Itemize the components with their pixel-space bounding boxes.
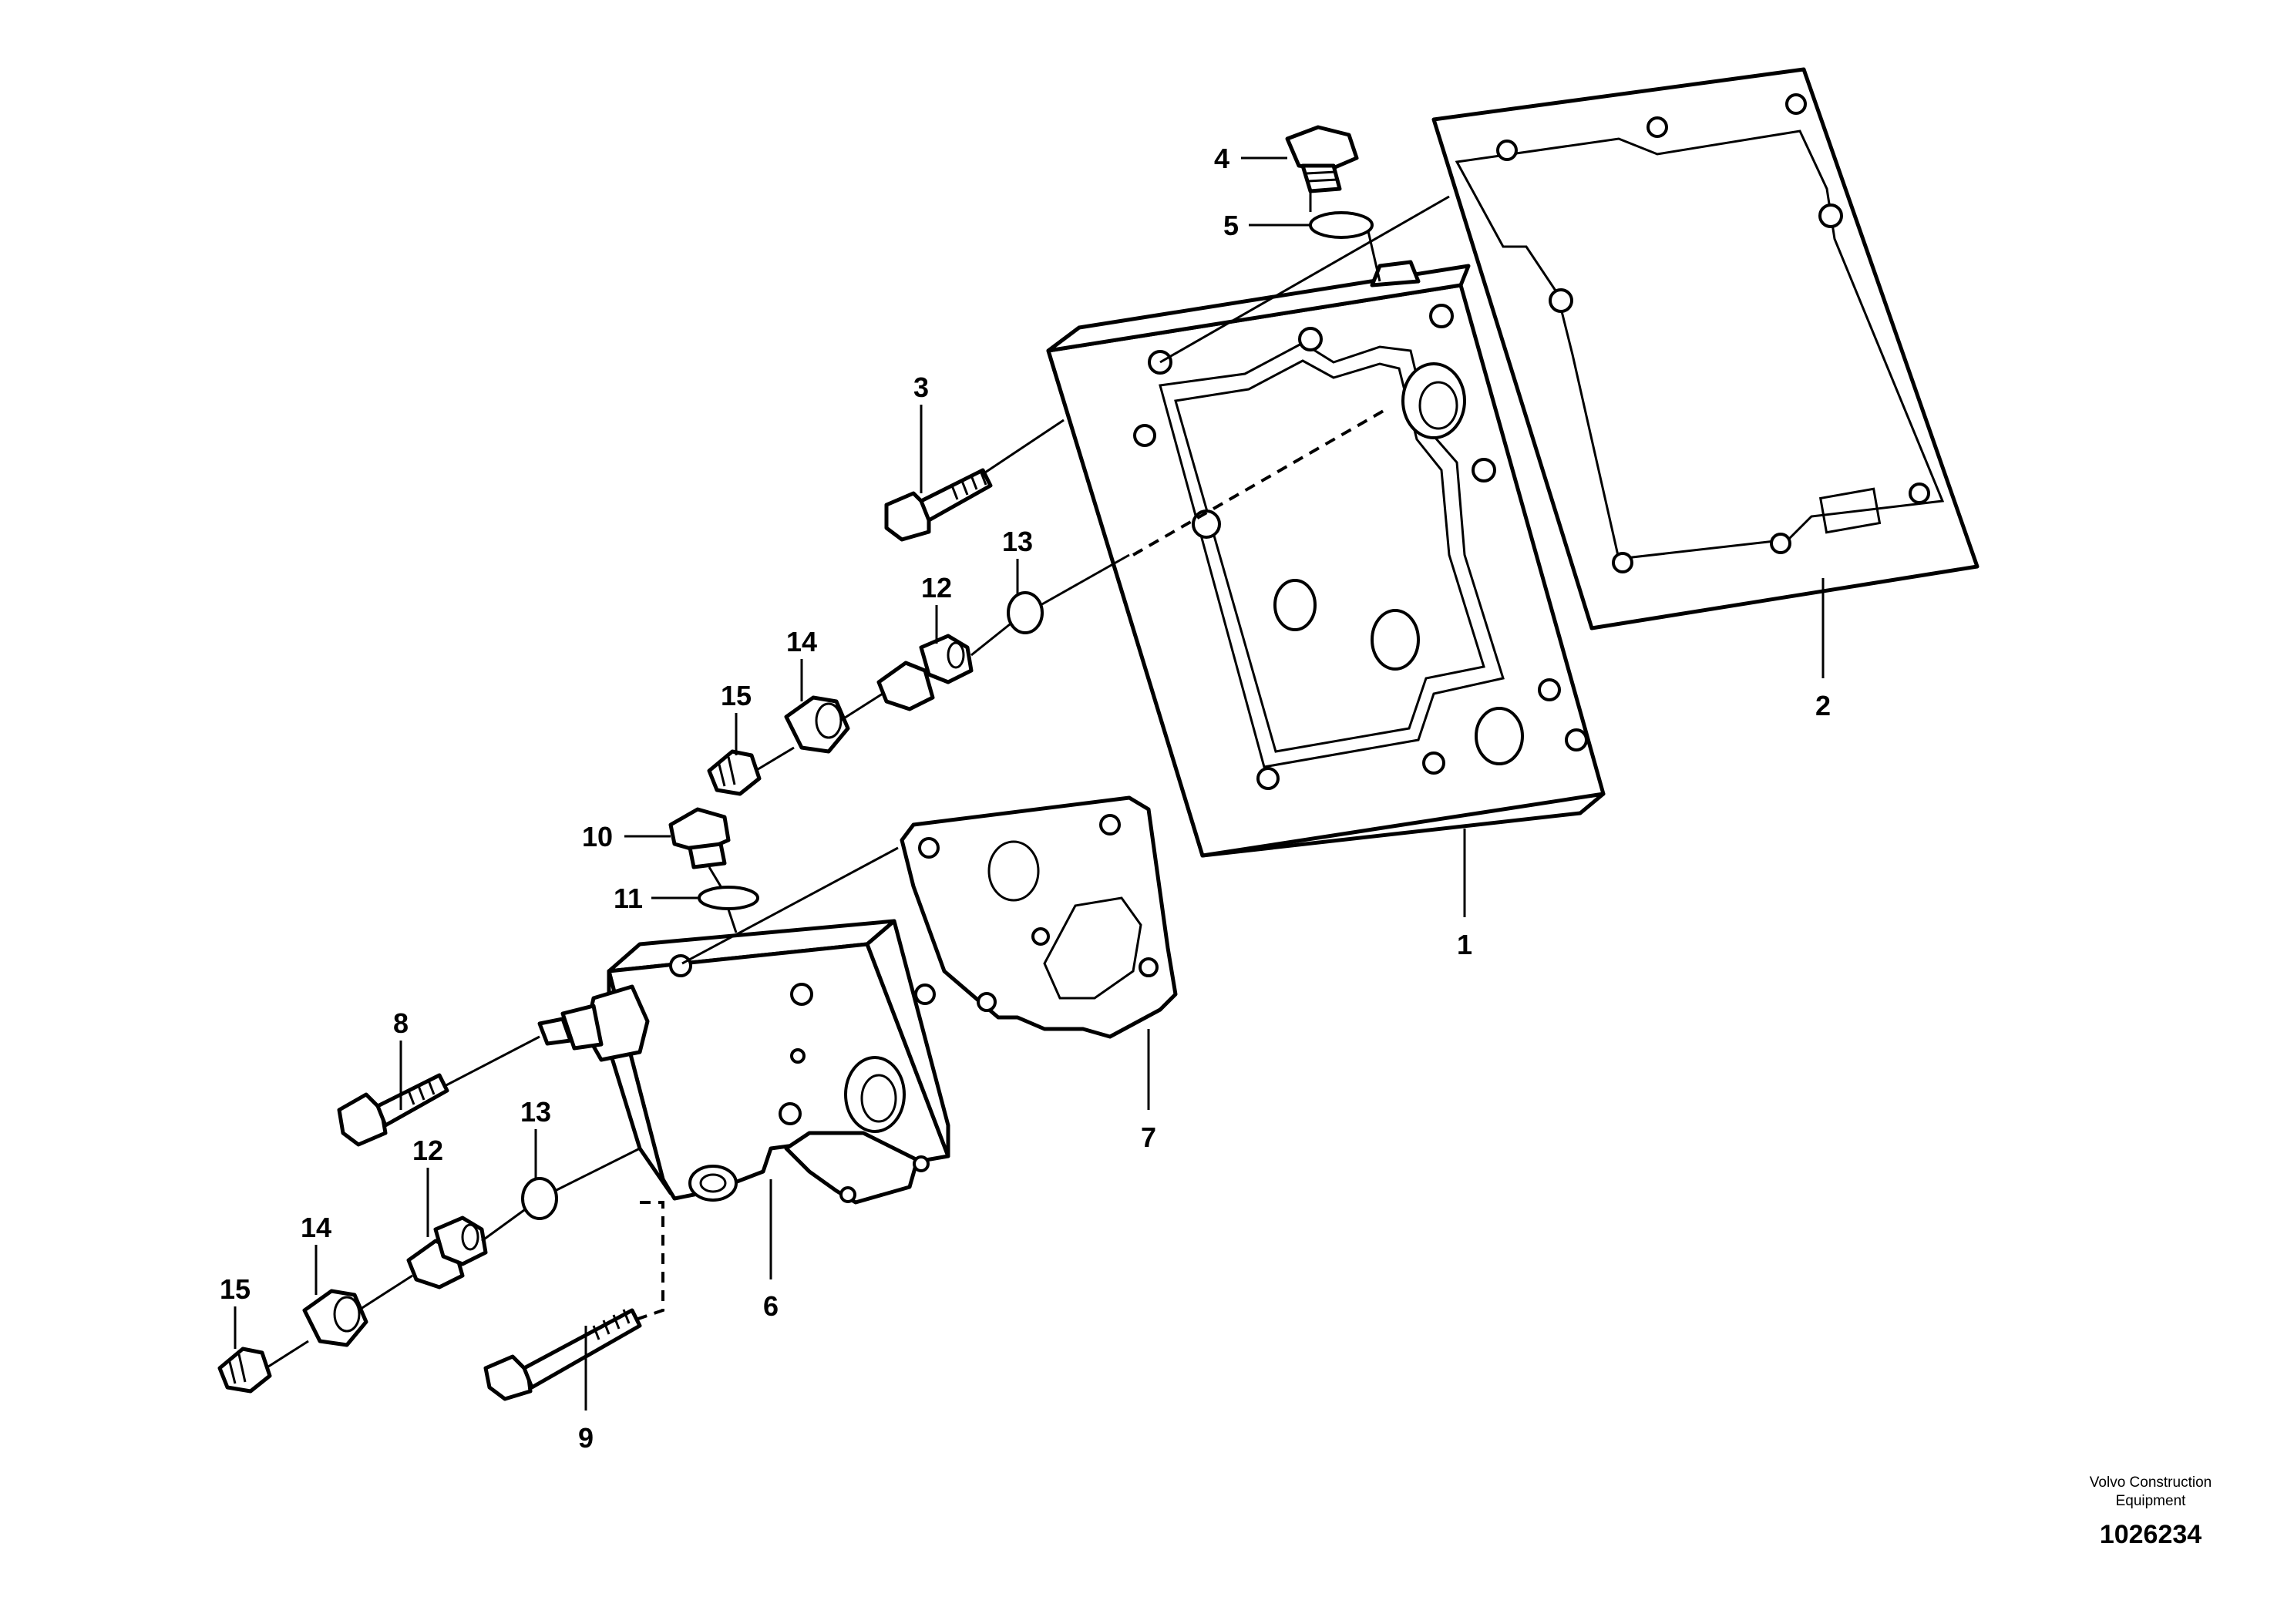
part-1-valve-plate (1046, 260, 1606, 858)
callout-9: 9 (578, 1422, 594, 1454)
callout-13-lower: 13 (520, 1096, 551, 1128)
callout-5: 5 (1223, 210, 1239, 241)
part-14-nut-lower (302, 1289, 368, 1347)
part-6-valve-body (537, 919, 950, 1205)
callout-15-lower: 15 (220, 1273, 251, 1305)
callout-6: 6 (763, 1290, 779, 1322)
callout-leaders (234, 156, 1825, 1410)
part-8-bolt (337, 1073, 449, 1147)
part-14-nut-upper (784, 695, 850, 754)
callout-labels: 1 2 3 4 5 6 7 8 9 10 11 12 12 13 13 14 1… (220, 143, 1831, 1454)
part-13-o-ring-lower (521, 1177, 558, 1220)
callout-11: 11 (614, 883, 643, 914)
credit-line-2: Equipment (2115, 1493, 2186, 1509)
part-9-bolt (483, 1308, 642, 1401)
callout-12-lower: 12 (412, 1135, 443, 1166)
part-15-plug-upper (707, 749, 762, 796)
part-13-o-ring-upper (1007, 591, 1044, 634)
credit-line-1: Volvo Construction (2089, 1474, 2212, 1491)
callout-14-lower: 14 (301, 1212, 331, 1243)
manufacturer-credit: Volvo Construction Equipment (1973, 1474, 2294, 1511)
assembly-lines (265, 193, 1450, 1370)
callout-15-upper: 15 (721, 680, 752, 711)
callout-8: 8 (393, 1007, 409, 1039)
part-5-o-ring (1309, 211, 1374, 239)
part-11-o-ring (698, 886, 759, 910)
part-10-plug (668, 807, 731, 869)
part-4-plug (1285, 125, 1359, 193)
callout-12-upper: 12 (921, 572, 952, 604)
callout-4: 4 (1214, 143, 1229, 174)
callout-7: 7 (1141, 1121, 1156, 1153)
callout-14-upper: 14 (786, 626, 817, 657)
reference-number: 1026234 (2099, 1520, 2202, 1549)
callout-10: 10 (582, 821, 613, 852)
callout-2: 2 (1815, 690, 1831, 721)
callout-1: 1 (1457, 929, 1472, 960)
callout-3: 3 (913, 372, 929, 403)
part-2-gasket (1431, 67, 1980, 630)
part-3-bolt (884, 468, 993, 542)
part-15-plug-lower (217, 1347, 272, 1394)
part-12-fitting-lower (406, 1215, 488, 1289)
part-7-gasket (900, 795, 1178, 1039)
callout-13-upper: 13 (1002, 526, 1033, 557)
part-12-fitting-upper (876, 634, 974, 711)
